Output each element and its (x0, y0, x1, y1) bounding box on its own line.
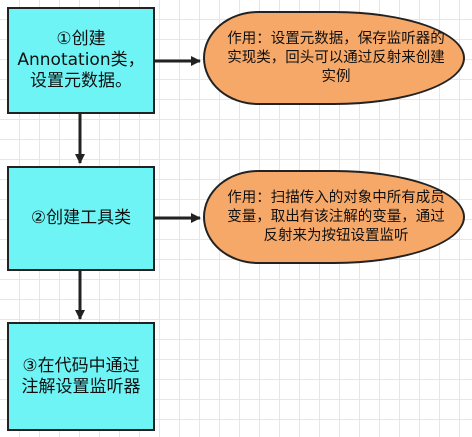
step-2-box: ②创建工具类 (7, 166, 155, 271)
step-3-box: ③在代码中通过注解设置监听器 (7, 322, 155, 431)
step-2-label: ②创建工具类 (30, 208, 132, 228)
note-2-callout: 作用：扫描传入的对象中所有成员变量，取出有该注解的变量，通过反射来为按钮设置监听 (203, 170, 465, 264)
note-1-text: 作用：设置元数据，保存监听器的实现类，回头可以通过反射来创建实例 (227, 30, 445, 85)
step-3-label: ③在代码中通过注解设置监听器 (21, 355, 141, 397)
note-2-text: 作用：扫描传入的对象中所有成员变量，取出有该注解的变量，通过反射来为按钮设置监听 (227, 189, 445, 244)
step-1-box: ①创建Annotation类，设置元数据。 (7, 7, 155, 114)
note-1-callout: 作用：设置元数据，保存监听器的实现类，回头可以通过反射来创建实例 (203, 11, 465, 105)
step-1-label: ①创建Annotation类，设置元数据。 (17, 29, 145, 91)
